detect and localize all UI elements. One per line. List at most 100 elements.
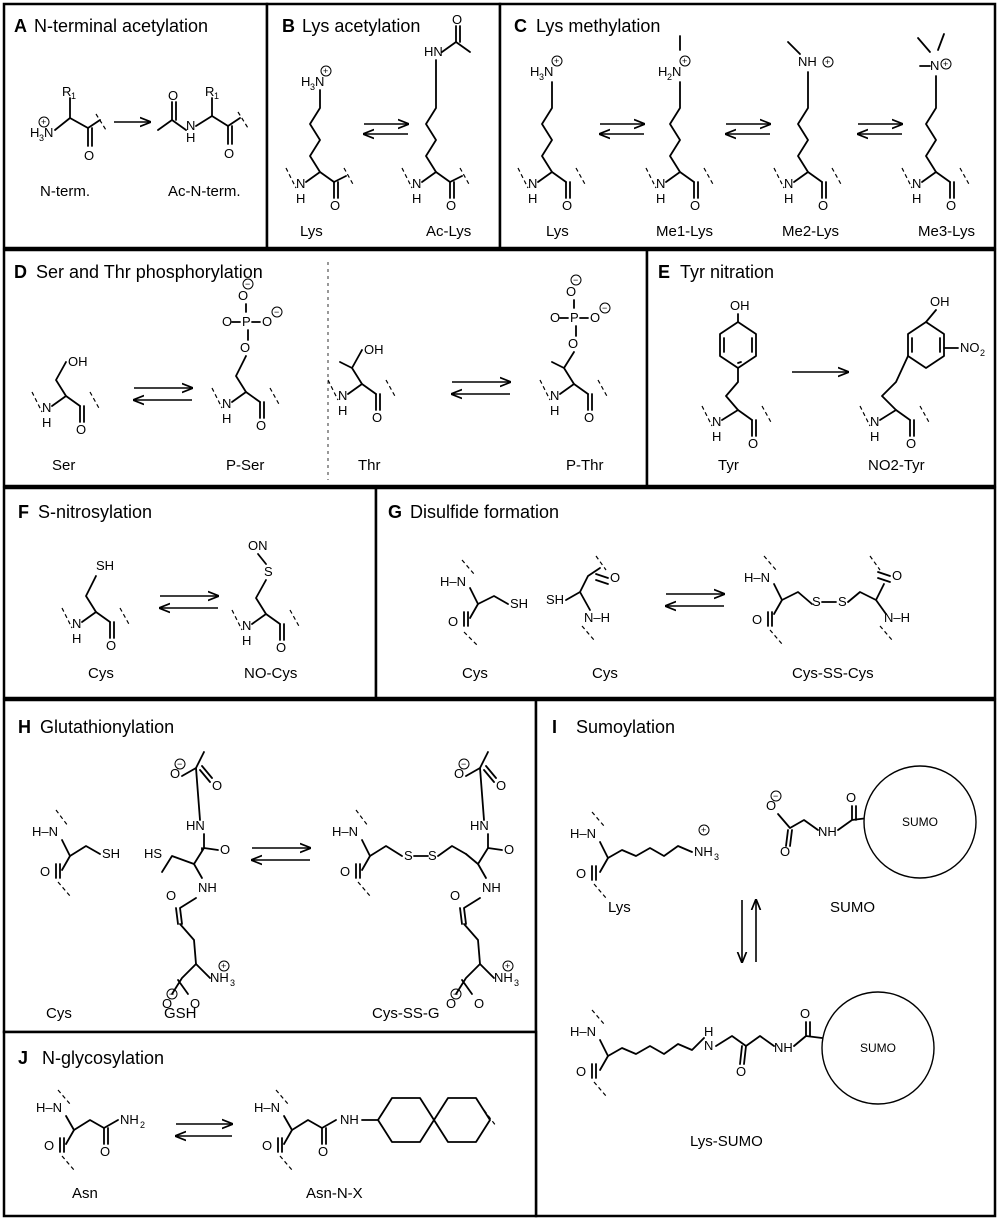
svg-text:+: + <box>221 961 226 971</box>
label-cys-ss-g: Cys-SS-G <box>372 1005 440 1022</box>
svg-text:H–N: H–N <box>744 570 770 585</box>
svg-text:NH: NH <box>198 880 217 895</box>
label-h-cys: Cys <box>46 1005 72 1022</box>
svg-text:N-terminal acetylation: N-terminal acetylation <box>34 16 208 36</box>
svg-text:N: N <box>42 400 51 415</box>
svg-text:+: + <box>682 56 687 66</box>
svg-text:N: N <box>44 125 53 140</box>
svg-text:O: O <box>448 614 458 629</box>
label-thr: Thr <box>358 457 381 474</box>
svg-text:OH: OH <box>730 298 750 313</box>
svg-text:S: S <box>812 594 821 609</box>
svg-text:N: N <box>315 74 324 89</box>
svg-text:+: + <box>943 59 948 69</box>
svg-text:+: + <box>701 825 706 835</box>
svg-text:S: S <box>428 848 437 863</box>
svg-text:H: H <box>222 411 231 426</box>
svg-text:D: D <box>14 262 27 282</box>
svg-text:−: − <box>169 989 174 999</box>
svg-text:O: O <box>76 422 86 437</box>
svg-text:O: O <box>906 436 916 451</box>
svg-text:3: 3 <box>310 82 315 92</box>
svg-text:O: O <box>846 790 856 805</box>
svg-text:N: N <box>912 176 921 191</box>
svg-text:−: − <box>177 759 182 769</box>
svg-text:NH: NH <box>494 970 513 985</box>
svg-text:O: O <box>562 198 572 213</box>
svg-text:−: − <box>274 307 279 317</box>
svg-text:NH: NH <box>482 880 501 895</box>
svg-text:O: O <box>450 888 460 903</box>
svg-text:O: O <box>504 842 514 857</box>
svg-text:B: B <box>282 16 295 36</box>
svg-text:N: N <box>412 176 421 191</box>
label-gsh: GSH <box>164 1005 197 1022</box>
label-ac-n-term: Ac-N-term. <box>168 183 241 200</box>
svg-text:2: 2 <box>667 72 672 82</box>
svg-text:N-glycosylation: N-glycosylation <box>42 1048 164 1068</box>
svg-text:HN: HN <box>470 818 489 833</box>
svg-text:NH: NH <box>120 1112 139 1127</box>
svg-text:O: O <box>766 798 776 813</box>
label-i-lys: Lys <box>608 899 631 916</box>
svg-text:O: O <box>454 766 464 781</box>
svg-text:O: O <box>262 314 272 329</box>
label-g-cys-1: Cys <box>462 665 488 682</box>
svg-text:N: N <box>72 616 81 631</box>
svg-text:O: O <box>240 340 250 355</box>
svg-text:O: O <box>162 996 172 1011</box>
svg-text:O: O <box>892 568 902 583</box>
svg-text:O: O <box>372 410 382 425</box>
svg-text:H: H <box>550 403 559 418</box>
svg-text:S-nitrosylation: S-nitrosylation <box>38 502 152 522</box>
svg-text:O: O <box>44 1138 54 1153</box>
svg-text:N: N <box>784 176 793 191</box>
svg-text:N: N <box>656 176 665 191</box>
svg-text:O: O <box>584 410 594 425</box>
svg-text:H: H <box>528 191 537 206</box>
sumo-circle-label-bottom: SUMO <box>860 1041 896 1055</box>
panel-h-title: H Glutathionylation <box>18 717 174 737</box>
svg-text:OH: OH <box>930 294 950 309</box>
svg-text:O: O <box>818 198 828 213</box>
svg-text:N: N <box>672 64 681 79</box>
svg-text:N: N <box>544 64 553 79</box>
label-f-cys: Cys <box>88 665 114 682</box>
svg-text:N–H: N–H <box>884 610 910 625</box>
svg-text:NO: NO <box>960 340 980 355</box>
svg-text:SH: SH <box>96 558 114 573</box>
panel-d-frame <box>2 248 649 488</box>
panel-a-frame <box>2 2 269 250</box>
svg-text:Glutathionylation: Glutathionylation <box>40 717 174 737</box>
label-n-term: N-term. <box>40 183 90 200</box>
svg-text:R: R <box>205 84 214 99</box>
svg-text:N: N <box>704 1038 713 1053</box>
panel-j-title: J N-glycosylation <box>18 1048 164 1068</box>
svg-text:H: H <box>338 403 347 418</box>
svg-text:O: O <box>452 12 462 27</box>
panel-c-frame <box>498 2 997 250</box>
svg-text:O: O <box>166 888 176 903</box>
panel-e-title: E Tyr nitration <box>658 262 774 282</box>
svg-text:O: O <box>474 996 484 1011</box>
label-ac-lys: Ac-Lys <box>426 223 471 240</box>
svg-text:H–N: H–N <box>32 824 58 839</box>
svg-text:O: O <box>610 570 620 585</box>
svg-text:2: 2 <box>140 1120 145 1130</box>
svg-text:O: O <box>100 1144 110 1159</box>
svg-text:H: H <box>704 1024 713 1039</box>
svg-text:H: H <box>658 64 667 79</box>
svg-text:P: P <box>570 310 579 325</box>
label-p-ser: P-Ser <box>226 457 264 474</box>
svg-text:HN: HN <box>424 44 443 59</box>
panel-a-title: A N-terminal acetylation <box>14 16 208 36</box>
svg-text:F: F <box>18 502 29 522</box>
svg-text:H–N: H–N <box>36 1100 62 1115</box>
svg-text:Lys methylation: Lys methylation <box>536 16 660 36</box>
svg-text:Lys acetylation: Lys acetylation <box>302 16 420 36</box>
